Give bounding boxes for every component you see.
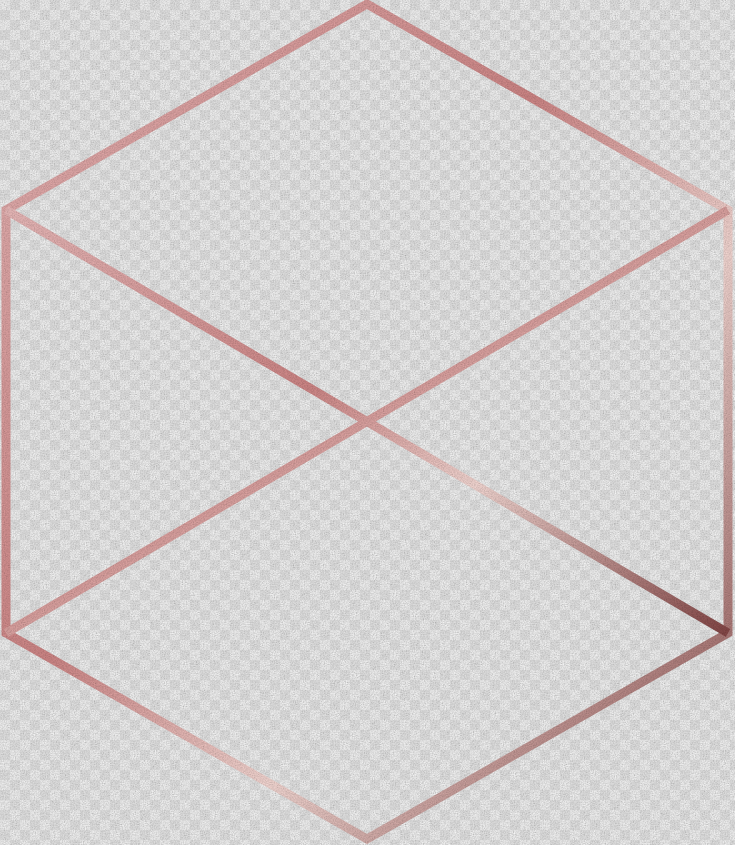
diagonal-top-right-to-bottom-left — [3, 206, 731, 637]
